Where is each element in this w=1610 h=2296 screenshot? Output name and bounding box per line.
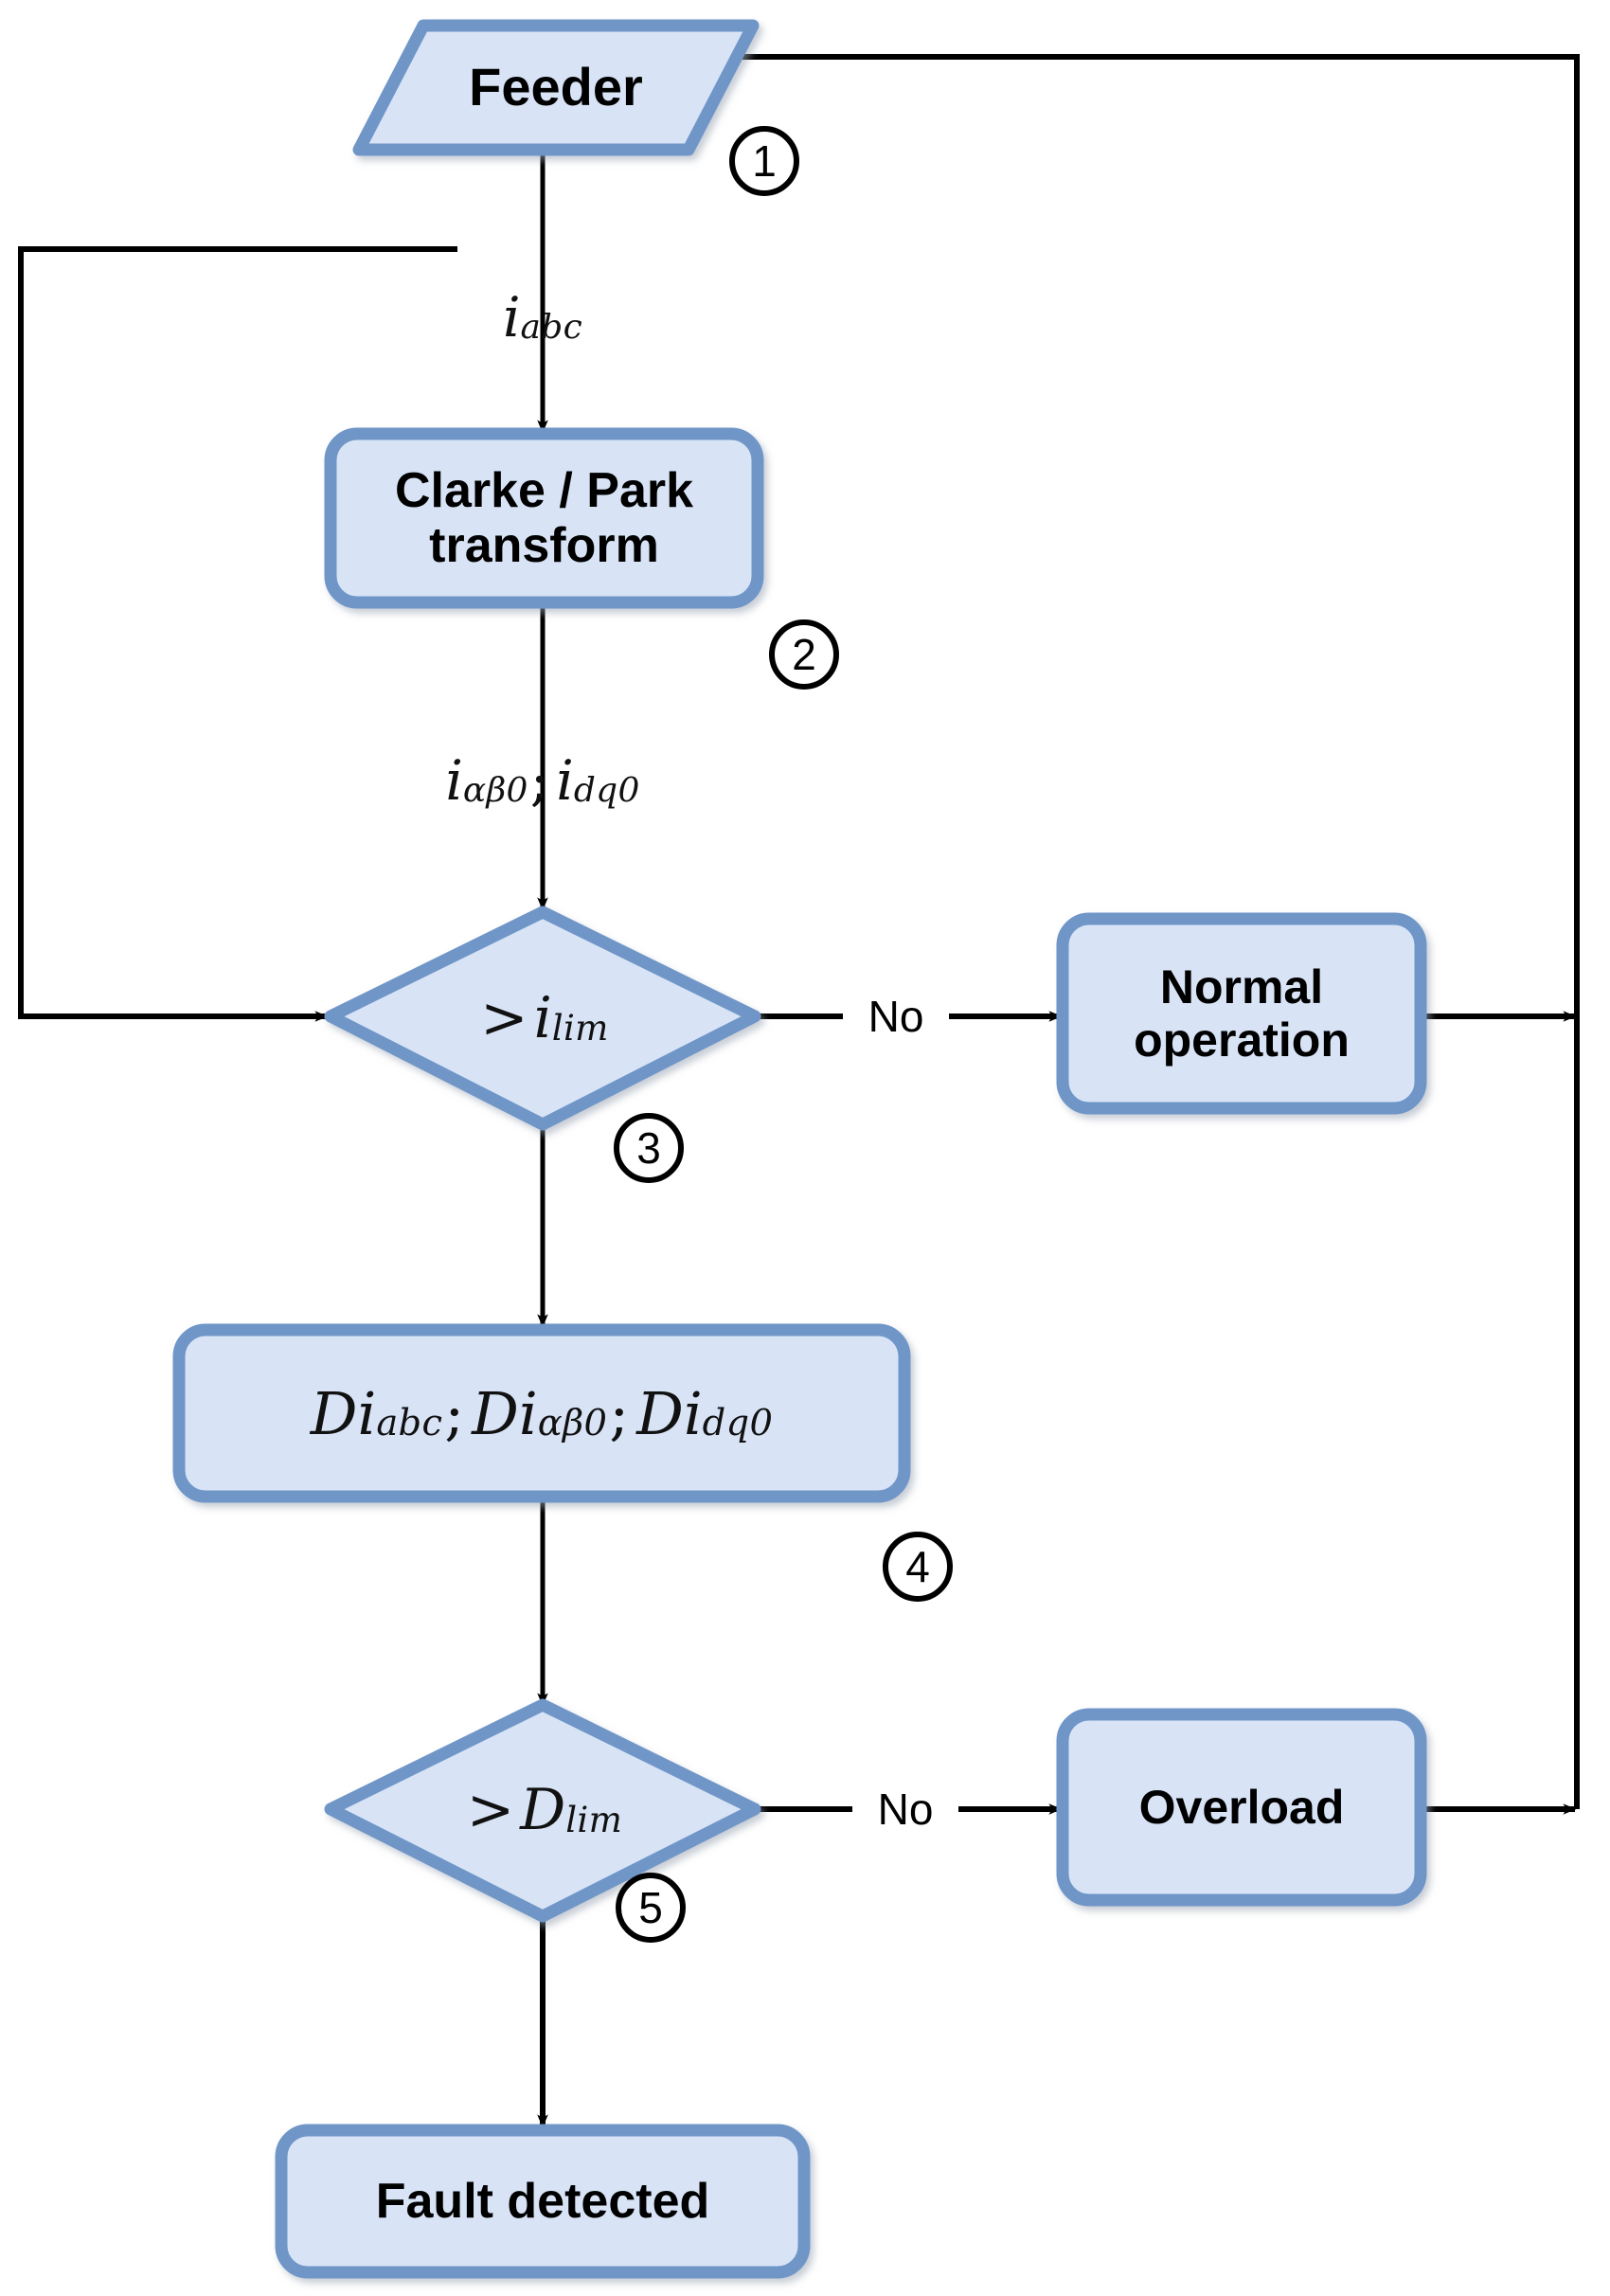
step-badge-5: 5	[616, 1873, 686, 1943]
node-differential-threshold-decision[interactable]	[324, 1698, 761, 1923]
node-overload[interactable]	[1056, 1708, 1427, 1907]
node-normal-operation[interactable]	[1056, 912, 1427, 1115]
node-fault-detected[interactable]	[275, 2124, 811, 2279]
node-feeder[interactable]	[352, 19, 760, 156]
step-badge-4: 4	[883, 1532, 953, 1602]
step-badge-3: 3	[614, 1113, 684, 1183]
connectors	[18, 51, 1580, 2128]
step-badge-1: 1	[729, 126, 799, 196]
edge-right-bus-return-to-feeder	[727, 51, 1580, 1809]
node-differential-currents[interactable]	[172, 1323, 911, 1503]
edge-left-feedback-to-decision1	[18, 246, 457, 1022]
step-badge-2: 2	[769, 619, 839, 690]
node-clarke-park-transform[interactable]	[324, 427, 764, 609]
node-current-threshold-decision[interactable]	[324, 906, 761, 1131]
